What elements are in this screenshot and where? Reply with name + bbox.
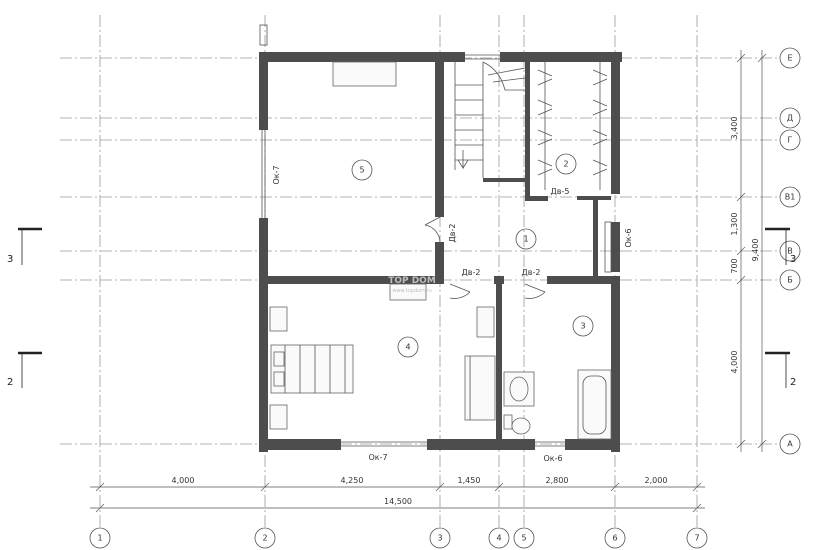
axis-marker-6: 6 — [604, 527, 626, 549]
doors — [424, 216, 612, 299]
section-mark-left-lower: 2 — [7, 351, 42, 388]
window-label-ok6-right: Ок-6 — [624, 228, 633, 247]
svg-text:1: 1 — [97, 534, 102, 543]
dim-bottom-2: 4,250 — [341, 476, 364, 485]
watermark: TOP DOM www.topdom.ru — [388, 276, 436, 294]
svg-text:2: 2 — [7, 377, 13, 388]
svg-text:5: 5 — [359, 166, 364, 175]
svg-text:2: 2 — [563, 160, 568, 169]
closet-hangers — [537, 62, 608, 190]
walls — [259, 52, 622, 452]
furniture-room-4 — [269, 283, 496, 430]
window-label-ok6-bottom: Ок-6 — [543, 454, 562, 463]
dim-right-total: 9,400 — [751, 239, 760, 262]
dim-bottom-4: 2,800 — [546, 476, 569, 485]
horizontal-axis-lines — [60, 57, 778, 445]
room-marker-5: 5 — [351, 159, 373, 181]
svg-text:4: 4 — [496, 534, 501, 543]
svg-text:www.topdom.ru: www.topdom.ru — [392, 288, 432, 294]
dim-bottom-3: 1,450 — [458, 476, 481, 485]
section-mark-right-lower: 2 — [765, 351, 796, 388]
axis-marker-5: 5 — [513, 527, 535, 549]
dim-right-4: 4,000 — [730, 351, 739, 374]
svg-text:5: 5 — [521, 534, 526, 543]
furniture-room-5 — [332, 61, 397, 87]
axis-marker-d: Д — [779, 107, 801, 129]
axis-marker-a: А — [779, 433, 801, 455]
axis-marker-3: 3 — [429, 527, 451, 549]
room-marker-4: 4 — [397, 336, 419, 358]
window-label-ok7-bottom: Ок-7 — [368, 453, 387, 462]
vertical-axis-lines — [99, 15, 698, 528]
dim-bottom-5: 2,000 — [645, 476, 668, 485]
axis-marker-7: 7 — [686, 527, 708, 549]
furniture-room-3 — [503, 369, 612, 440]
axis-marker-1: 1 — [89, 527, 111, 549]
section-mark-left-upper: 3 — [7, 227, 42, 265]
svg-text:3: 3 — [580, 322, 585, 331]
dim-bottom-total: 14,500 — [384, 497, 412, 506]
svg-text:3: 3 — [7, 254, 13, 265]
window-label-ok7-left: Ок-7 — [272, 165, 281, 184]
section-mark-right-upper: 3 — [765, 227, 796, 265]
section-marks: 3 2 3 2 — [7, 227, 796, 388]
vertical-axis-markers: 1 2 3 4 5 6 7 — [89, 527, 708, 549]
axis-marker-v: В — [779, 240, 801, 262]
svg-text:Е: Е — [787, 54, 792, 63]
room-markers: 5 2 1 3 4 — [351, 153, 594, 358]
svg-text:6: 6 — [612, 534, 617, 543]
svg-text:В1: В1 — [785, 193, 796, 202]
bottom-dimensions: 4,000 4,250 1,450 2,800 2,000 14,500 — [90, 476, 705, 513]
svg-text:TOP DOM: TOP DOM — [388, 276, 436, 286]
dim-right-1: 3,400 — [730, 117, 739, 140]
dim-bottom-1: 4,000 — [172, 476, 195, 485]
axis-marker-4: 4 — [488, 527, 510, 549]
door-label-dv2-vertical: Дв-2 — [448, 224, 457, 243]
svg-text:3: 3 — [790, 254, 796, 265]
svg-text:3: 3 — [437, 534, 442, 543]
room-marker-3: 3 — [572, 315, 594, 337]
axis-marker-b: Б — [779, 269, 801, 291]
room-marker-2: 2 — [555, 153, 577, 175]
svg-text:Б: Б — [787, 276, 793, 285]
windows — [259, 24, 565, 447]
svg-text:Г: Г — [788, 136, 793, 145]
dim-right-2: 1,300 — [730, 213, 739, 236]
svg-text:2: 2 — [790, 377, 796, 388]
axis-marker-v1: В1 — [779, 186, 801, 208]
svg-text:В: В — [787, 247, 793, 256]
svg-text:А: А — [787, 440, 793, 449]
dim-right-3: 700 — [730, 258, 739, 273]
door-label-dv5: Дв-5 — [551, 187, 570, 196]
horizontal-axis-markers: Е Д Г В1 В Б А — [779, 47, 801, 455]
right-dimensions: 3,400 1,300 700 4,000 9,400 — [730, 50, 767, 452]
room-marker-1: 1 — [515, 228, 537, 250]
axis-marker-2: 2 — [254, 527, 276, 549]
axis-marker-g: Г — [779, 129, 801, 151]
door-label-dv2-b: Дв-2 — [522, 268, 541, 277]
svg-text:2: 2 — [262, 534, 267, 543]
opening-labels: Ок-7 Ок-7 Ок-6 Ок-6 Дв-2 Дв-2 Дв-2 Дв-5 — [272, 165, 633, 463]
svg-text:Д: Д — [787, 114, 793, 123]
svg-text:1: 1 — [523, 235, 528, 244]
door-label-dv2-a: Дв-2 — [462, 268, 481, 277]
svg-text:4: 4 — [405, 343, 410, 352]
axis-marker-e: Е — [779, 47, 801, 69]
staircase — [454, 61, 526, 178]
svg-text:7: 7 — [694, 534, 699, 543]
